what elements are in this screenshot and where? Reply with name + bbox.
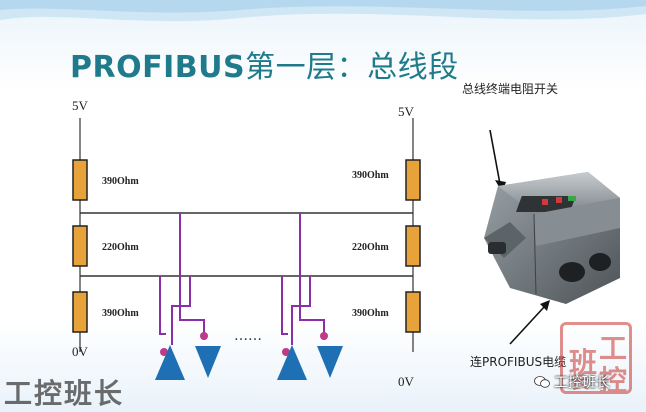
seal-char-2: 工 — [599, 332, 628, 365]
station-2-transmitter-icon — [277, 345, 307, 380]
station-2-line-c — [281, 276, 288, 335]
station-1-line-c — [159, 276, 166, 335]
left-resistor-top-label: 390Ohm — [102, 176, 139, 187]
left-resistor-middle — [72, 225, 88, 267]
connector-arrow-head — [540, 300, 550, 311]
right-resistor-top-label: 390Ohm — [352, 170, 389, 181]
stations-ellipsis: …… — [234, 328, 262, 344]
wechat-icon — [534, 376, 550, 388]
station-2-node-dot-right — [320, 332, 328, 340]
right-resistor-middle-label: 220Ohm — [352, 242, 389, 253]
station-2-node-dot-left — [282, 348, 290, 356]
station-1-node-dot-left — [160, 348, 168, 356]
right-resistor-top — [405, 159, 421, 201]
switch-arrow-line — [489, 129, 501, 185]
left-resistor-top — [72, 159, 88, 201]
slide-title: PROFIBUS第一层：总线段 — [70, 42, 459, 86]
header-wave-decoration — [0, 0, 646, 22]
left-ground-label: 0V — [72, 344, 89, 359]
right-ground-label: 0V — [398, 374, 415, 389]
profibus-connector-image — [484, 172, 620, 304]
station-group-2 — [281, 213, 325, 345]
right-resistor-middle — [405, 225, 421, 267]
seal-char-1: 班 — [569, 346, 598, 379]
left-supply-label: 5V — [72, 98, 89, 113]
station-2-receiver-icon — [317, 346, 343, 378]
station-1-line-a — [179, 213, 205, 340]
title-chinese: 第一层：总线段 — [245, 50, 459, 85]
seal-char-3: 长 — [569, 369, 589, 393]
wechat-source-mark: 工控班长 — [534, 372, 610, 392]
station-1-node-dot-right — [200, 332, 208, 340]
station-1-receiver-icon — [195, 346, 221, 378]
right-resistor-bottom-label: 390Ohm — [352, 308, 389, 319]
seal-char-4: 控 — [599, 364, 628, 397]
left-resistor-bottom — [72, 291, 88, 333]
switch-annotation: 总线终端电阻开关 — [462, 82, 559, 96]
station-1-line-b — [171, 276, 191, 345]
left-resistor-bottom-label: 390Ohm — [102, 308, 139, 319]
connector-arrow-line — [509, 305, 546, 345]
title-latin: PROFIBUS — [70, 50, 246, 85]
station-group-1 — [159, 213, 205, 345]
right-supply-label: 5V — [398, 104, 415, 119]
red-seal-stamp: 班 工 长 控 — [560, 322, 632, 397]
wechat-source-label: 工控班长 — [554, 375, 610, 391]
watermark-text: 工控班长 — [4, 377, 125, 410]
left-resistor-middle-label: 220Ohm — [102, 242, 139, 253]
connector-annotation: 连PROFIBUS电缆 — [470, 355, 567, 369]
right-resistor-bottom — [405, 291, 421, 333]
station-2-line-a — [299, 213, 325, 340]
station-2-line-b — [291, 276, 311, 345]
station-1-transmitter-icon — [155, 345, 185, 380]
